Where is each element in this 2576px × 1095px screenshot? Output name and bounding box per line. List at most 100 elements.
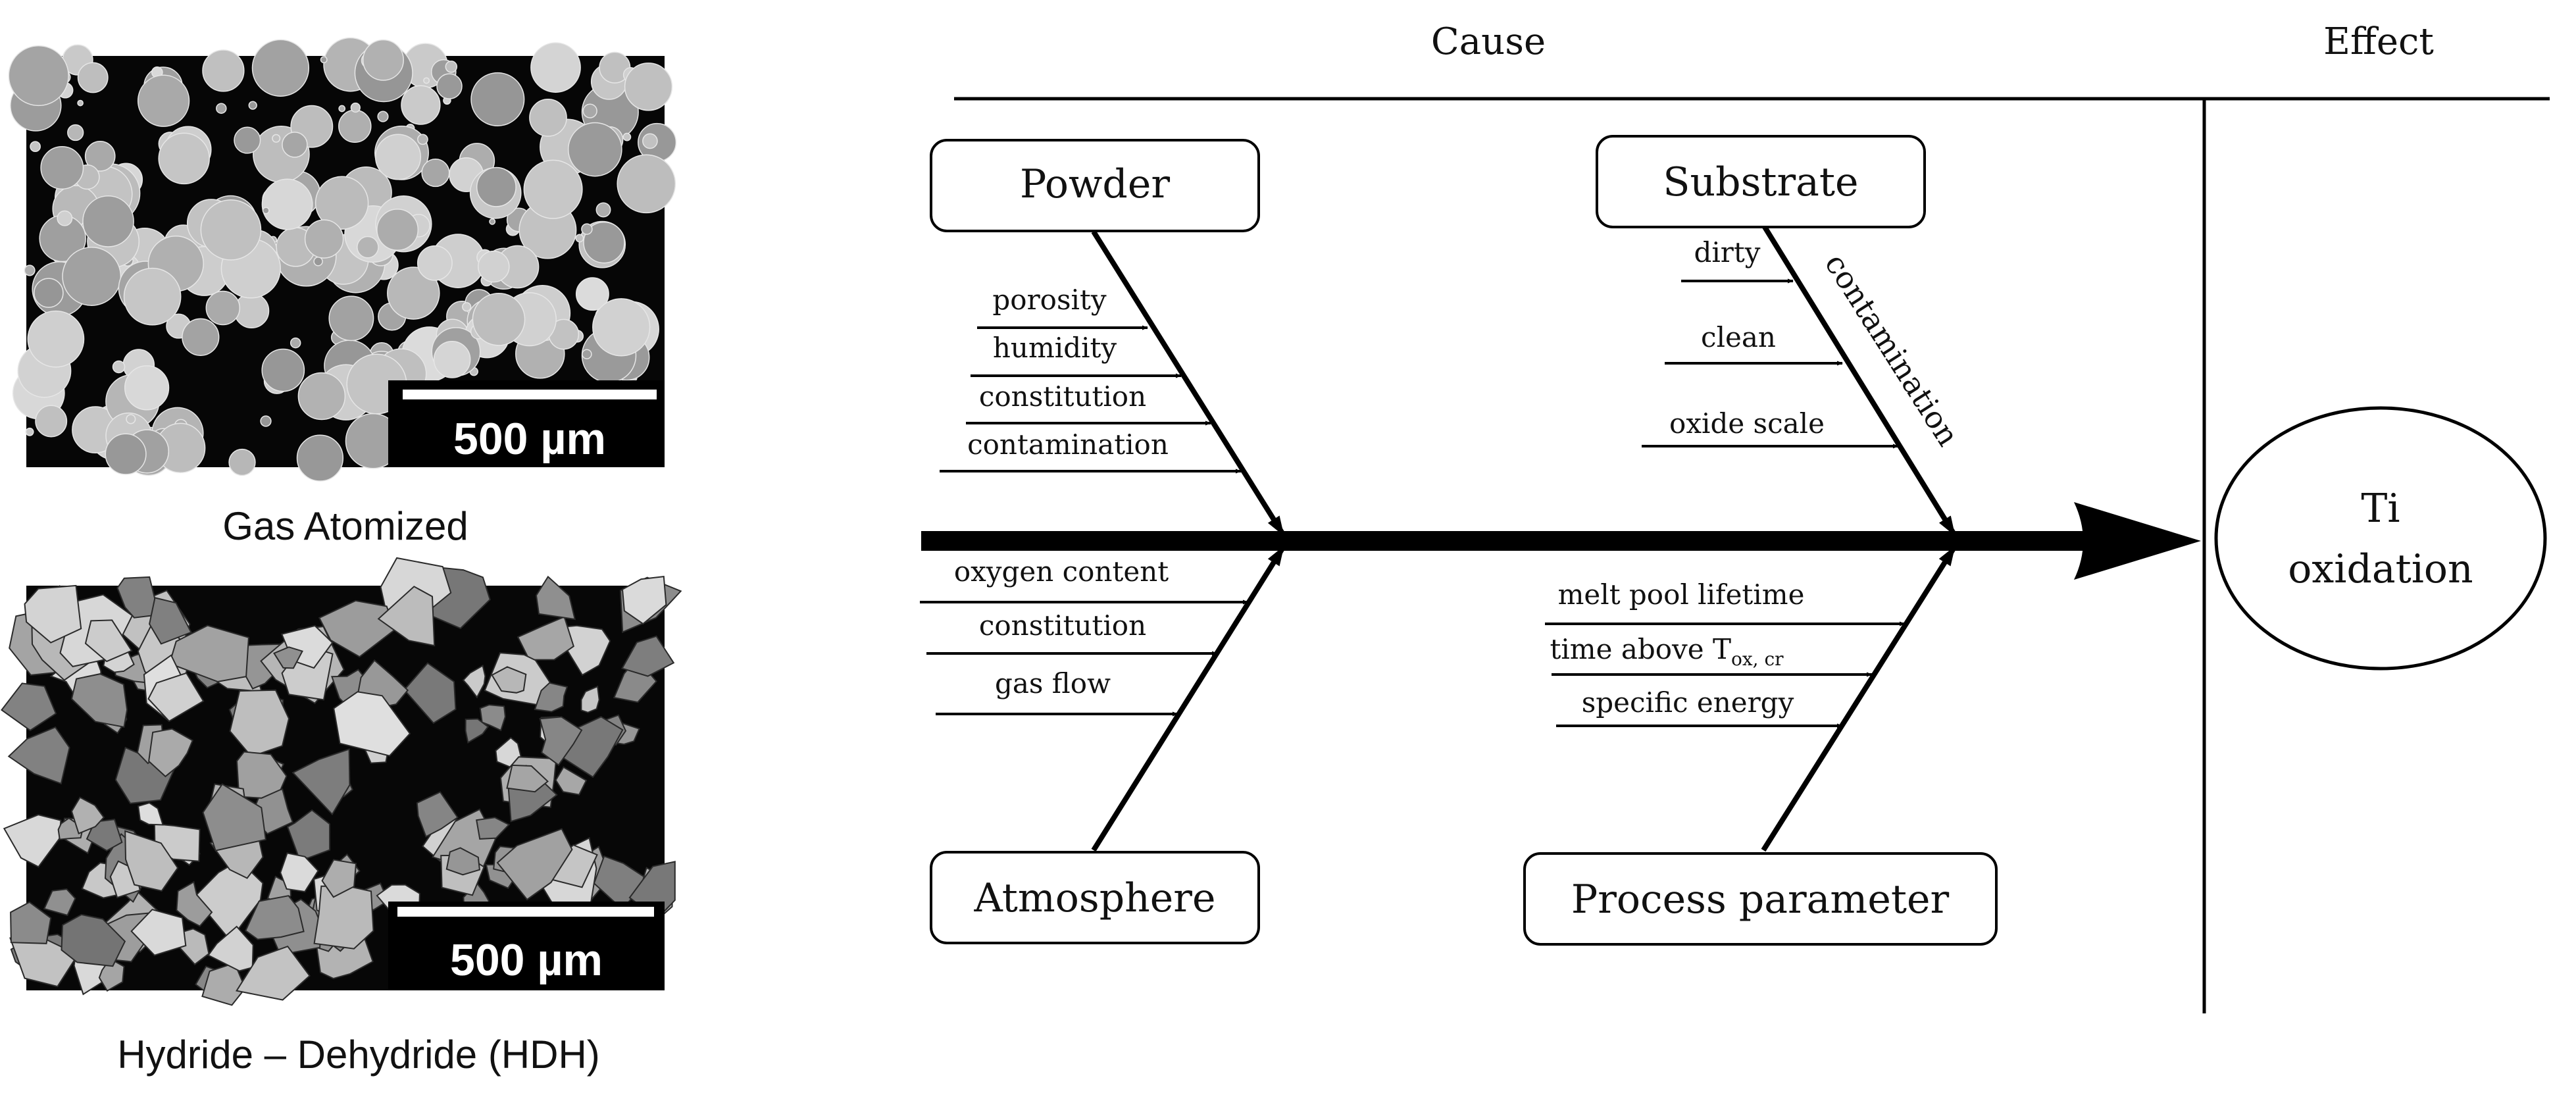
particle bbox=[70, 673, 128, 728]
particle bbox=[622, 132, 632, 141]
particle bbox=[529, 99, 567, 137]
cause-label: humidity bbox=[993, 332, 1117, 364]
particle bbox=[282, 132, 308, 158]
particle bbox=[228, 448, 256, 476]
particle bbox=[148, 728, 193, 778]
particle bbox=[296, 434, 344, 482]
particle bbox=[245, 895, 305, 940]
particle bbox=[403, 662, 457, 725]
particle bbox=[416, 791, 459, 838]
particle bbox=[24, 584, 82, 644]
category-atmosphere: Atmosphere bbox=[930, 851, 1260, 944]
micrograph-hdh: 500 µm bbox=[1, 557, 682, 1006]
particle bbox=[168, 624, 249, 682]
particle bbox=[489, 218, 496, 225]
particle bbox=[321, 859, 357, 898]
particle bbox=[67, 124, 84, 141]
particle bbox=[130, 908, 187, 956]
particle bbox=[377, 111, 389, 122]
particle bbox=[465, 718, 490, 744]
particle bbox=[260, 415, 272, 427]
particle bbox=[234, 126, 261, 154]
particle bbox=[297, 372, 346, 420]
particle bbox=[555, 766, 588, 796]
particle bbox=[357, 236, 379, 259]
particle bbox=[534, 682, 568, 713]
category-label: Process parameter bbox=[1571, 877, 1950, 923]
bone-substrate bbox=[1762, 225, 1957, 536]
particle bbox=[535, 575, 576, 621]
cause-label: specific energy bbox=[1582, 686, 1794, 719]
particle bbox=[8, 45, 69, 107]
micrograph-gas-atomized: 500 µm bbox=[8, 37, 677, 482]
particle bbox=[202, 49, 245, 92]
atmosphere-causes: oxygen content constitution gas flow bbox=[920, 555, 1249, 717]
cause-label: constitution bbox=[979, 609, 1146, 642]
category-label: Substrate bbox=[1663, 159, 1858, 205]
caption-gas-atomized: Gas Atomized bbox=[222, 504, 468, 548]
particle bbox=[582, 349, 592, 359]
particle bbox=[137, 802, 164, 826]
cause-label: porosity bbox=[992, 284, 1106, 316]
particle bbox=[583, 221, 625, 264]
particle bbox=[328, 295, 374, 342]
particle bbox=[320, 56, 328, 64]
particle bbox=[27, 310, 85, 368]
bone-powder bbox=[1091, 230, 1286, 536]
particle bbox=[581, 223, 593, 235]
particle bbox=[575, 277, 609, 311]
particle bbox=[236, 751, 288, 799]
particle bbox=[624, 63, 673, 111]
particle bbox=[273, 646, 303, 669]
particle bbox=[523, 159, 583, 219]
particle bbox=[417, 245, 453, 281]
particle bbox=[286, 809, 331, 859]
particle bbox=[84, 141, 116, 172]
particle bbox=[421, 159, 450, 188]
particle bbox=[205, 290, 241, 326]
particle bbox=[479, 704, 506, 732]
particle bbox=[363, 39, 404, 81]
particle bbox=[105, 433, 147, 475]
particle bbox=[642, 133, 658, 149]
particle bbox=[10, 901, 52, 944]
particle bbox=[1, 682, 57, 732]
particle bbox=[40, 146, 84, 190]
effect-ellipse bbox=[2214, 406, 2547, 671]
particle bbox=[433, 341, 471, 378]
particle bbox=[595, 202, 611, 218]
caption-hdh: Hydride – Dehydride (HDH) bbox=[117, 1032, 600, 1077]
particle bbox=[200, 199, 262, 261]
particle bbox=[35, 405, 68, 438]
particle bbox=[374, 134, 422, 180]
particle bbox=[496, 828, 573, 901]
particle bbox=[57, 210, 73, 226]
particle bbox=[423, 77, 430, 84]
particle bbox=[114, 746, 176, 804]
cause-label: oxide scale bbox=[1669, 407, 1825, 440]
particle bbox=[350, 102, 361, 113]
substrate-causes: dirty clean oxide scale contamination bbox=[1642, 236, 1966, 452]
cause-label: contamination bbox=[967, 428, 1169, 461]
particle bbox=[124, 365, 170, 411]
particle bbox=[313, 885, 374, 950]
scale-bar-label: 500 µm bbox=[450, 935, 603, 985]
particle bbox=[137, 74, 190, 127]
header-cause: Cause bbox=[1431, 20, 1546, 63]
particle bbox=[491, 666, 527, 694]
particle bbox=[70, 796, 105, 834]
particle bbox=[567, 122, 622, 177]
particle bbox=[592, 298, 651, 357]
particle bbox=[621, 575, 667, 625]
particle bbox=[462, 302, 472, 312]
particle bbox=[539, 716, 583, 767]
particle bbox=[149, 597, 192, 645]
bone-atmosphere bbox=[1091, 546, 1286, 852]
powder-causes: porosity humidity constitution contamina… bbox=[940, 284, 1242, 474]
category-process-parameter: Process parameter bbox=[1523, 852, 1998, 946]
particle bbox=[476, 166, 517, 207]
cause-label: constitution bbox=[979, 380, 1146, 413]
fishbone-diagram: Cause Effect Ti oxidation Powder Substra… bbox=[920, 20, 2550, 1013]
temperature-subscript: ox, cr bbox=[1731, 648, 1784, 670]
particle bbox=[262, 207, 270, 215]
